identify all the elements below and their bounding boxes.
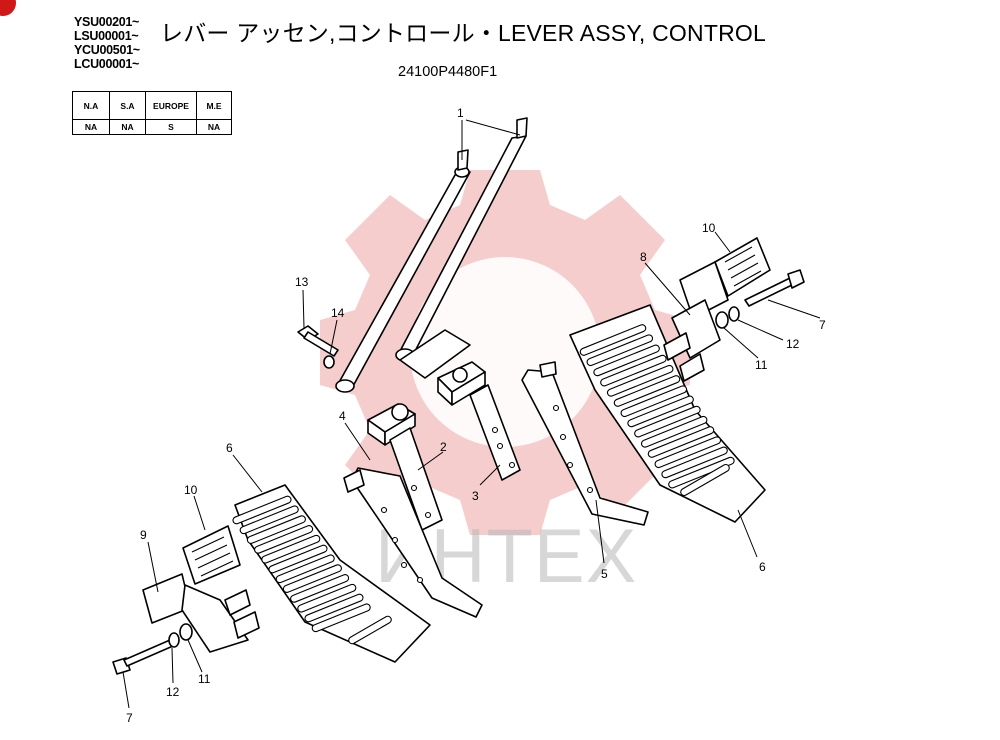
pedal-tread-slot xyxy=(600,354,667,387)
callout-13: 13 xyxy=(295,275,309,289)
bracket-4 xyxy=(343,467,483,618)
market-value-me: NA xyxy=(196,119,232,135)
pedal-tread-slot xyxy=(268,544,328,574)
callout-3: 3 xyxy=(472,489,479,503)
pedal-tread-slot xyxy=(680,463,730,497)
callout-8: 8 xyxy=(640,250,647,264)
serial-range: YSU00201~ xyxy=(74,15,140,29)
hinge-block-2 xyxy=(367,403,443,531)
pedal-tread-slot xyxy=(239,505,299,535)
corner-mark xyxy=(0,0,16,16)
pedal-tread-slot xyxy=(246,515,306,544)
washer-11-right xyxy=(715,311,729,329)
callout-10-left: 10 xyxy=(184,483,198,497)
bolt-7-left xyxy=(112,639,174,675)
washer-14 xyxy=(323,355,335,369)
pedal-tread-slot xyxy=(668,456,735,489)
pedal-tread-slot xyxy=(297,583,357,613)
bolt-7-right xyxy=(744,269,805,307)
pedal-tread-slot xyxy=(348,615,392,645)
callout-14: 14 xyxy=(331,306,345,320)
serial-range-list: YSU00201~ LSU00001~ YCU00501~ LCU00001~ xyxy=(74,15,140,71)
pedal-tread-slot xyxy=(232,495,292,525)
pedal-tread-slot xyxy=(654,436,722,469)
pedal-tread-slot xyxy=(254,525,314,554)
washer-12-left xyxy=(168,632,180,648)
market-table: N.A S.A EUROPE M.E NA NA S NA xyxy=(72,91,232,135)
page-title: レバー アッセン,コントロール・LEVER ASSY, CONTROL xyxy=(160,20,766,46)
callout-4: 4 xyxy=(339,409,346,423)
bracket-5 xyxy=(521,361,649,526)
callout-6-right: 6 xyxy=(759,560,766,574)
callouts: 1 2 3 4 5 6 6 7 7 8 9 10 10 11 11 12 12 … xyxy=(126,106,826,725)
serial-range: LSU00001~ xyxy=(74,29,139,43)
callout-7-left: 7 xyxy=(126,711,133,725)
pedal-tread-slot xyxy=(311,603,371,633)
bolt-13 xyxy=(297,325,339,357)
part-number: 24100P4480F1 xyxy=(398,64,498,80)
pedal-tread-slot xyxy=(586,334,654,367)
callout-9: 9 xyxy=(140,528,147,542)
callout-11-left: 11 xyxy=(198,672,211,686)
pad-left xyxy=(182,525,241,585)
pedal-tread-slot xyxy=(620,385,688,418)
callout-5: 5 xyxy=(601,567,608,581)
bracket-9 xyxy=(142,573,260,653)
leader-lines xyxy=(122,119,821,709)
hinge-block-3 xyxy=(399,329,521,481)
serial-range: YCU00501~ xyxy=(74,43,140,57)
callout-11-right: 11 xyxy=(755,358,768,372)
pedal-tread-slot xyxy=(275,554,335,584)
pedal-tread-slot xyxy=(304,593,364,623)
pedal-tread-slot xyxy=(647,426,715,458)
pedal-tread-slot xyxy=(640,415,708,448)
callout-1: 1 xyxy=(457,106,464,120)
pad-right xyxy=(714,237,771,297)
pedal-tread-slot xyxy=(593,344,660,377)
lever-rods xyxy=(335,117,528,393)
pedal-tread-slot xyxy=(261,534,321,564)
pedal-tread-slot xyxy=(613,375,681,407)
pedal-tread-slot xyxy=(579,324,647,356)
pedal-tread-slot xyxy=(606,364,674,397)
callout-2: 2 xyxy=(440,440,447,454)
callout-12-left: 12 xyxy=(166,685,180,699)
pedal-tread-slot xyxy=(282,564,342,593)
pedal-tread-slot xyxy=(661,446,728,479)
bracket-8 xyxy=(663,261,729,382)
washer-12-right xyxy=(728,306,740,322)
pedal-tread-slot xyxy=(634,405,701,438)
callout-6-left: 6 xyxy=(226,441,233,455)
callout-10-right: 10 xyxy=(702,221,716,235)
serial-range: LCU00001~ xyxy=(74,57,140,71)
pedal-tread-slot xyxy=(627,395,694,428)
pedal-left xyxy=(232,484,431,663)
callout-7-right: 7 xyxy=(819,318,826,332)
pedal-tread-slot xyxy=(290,574,350,603)
washer-11-left xyxy=(179,623,193,641)
pedal-right xyxy=(569,304,766,523)
market-header-me: M.E xyxy=(196,91,232,120)
callout-12-right: 12 xyxy=(786,337,800,351)
